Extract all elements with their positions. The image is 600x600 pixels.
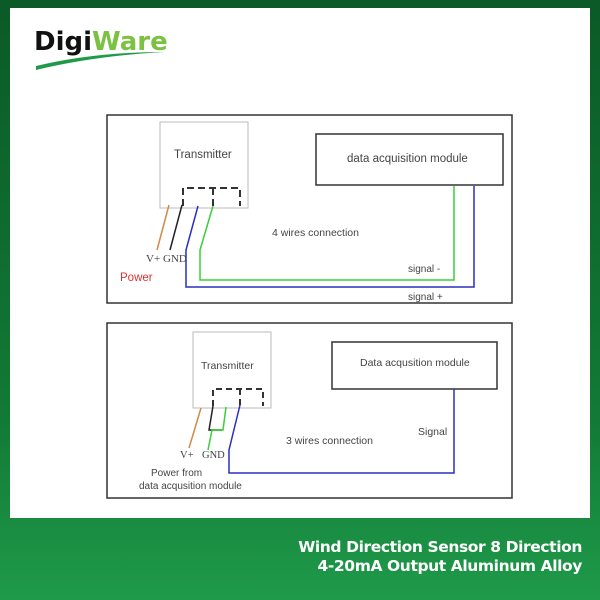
signal-label: Signal xyxy=(418,426,447,438)
logo-swoosh xyxy=(36,52,164,70)
caption-line-1: Wind Direction Sensor 8 Direction xyxy=(298,538,582,556)
wire-vplus xyxy=(188,407,202,449)
product-caption: Wind Direction Sensor 8 Direction 4-20mA… xyxy=(298,538,582,576)
module-label: Data acqusition module xyxy=(360,357,470,369)
wire-vplus xyxy=(156,204,170,251)
transmitter-box xyxy=(192,331,272,409)
signal-plus-label: signal + xyxy=(408,292,443,303)
transmitter-box xyxy=(159,121,249,209)
module-label: data acquisition module xyxy=(347,153,468,165)
connection-label: 4 wires connection xyxy=(272,227,359,239)
wire-signal-plus xyxy=(185,186,475,288)
power-label-line1: Power from xyxy=(151,468,202,479)
power-label: Power xyxy=(120,272,153,284)
terminal-block xyxy=(182,187,241,206)
transmitter-label: Transmitter xyxy=(201,360,254,372)
diagram-3-wire: Transmitter Data acqusition module 3 wir… xyxy=(106,322,513,499)
transmitter-label: Transmitter xyxy=(174,149,232,161)
gnd-label: GND xyxy=(202,450,225,461)
vplus-label: V+ xyxy=(180,450,194,461)
caption-line-2: 4-20mA Output Aluminum Alloy xyxy=(317,557,583,575)
logo-ware: Ware xyxy=(92,27,168,57)
digiware-logo: Digi Ware xyxy=(34,27,168,70)
power-label-line2: data acqusition module xyxy=(139,481,242,492)
gnd-label: GND xyxy=(163,253,187,265)
vplus-label: V+ xyxy=(146,253,160,265)
module-box xyxy=(331,341,498,390)
diagram-4-wire: Transmitter data acquisition module 4 wi… xyxy=(106,114,513,304)
wire-signal xyxy=(228,389,455,474)
logo-digi: Digi xyxy=(34,27,92,57)
signal-minus-label: signal - xyxy=(408,264,440,275)
connection-label: 3 wires connection xyxy=(286,435,373,447)
module-box xyxy=(315,133,504,186)
wire-signal-minus xyxy=(199,186,455,281)
wire-gnd xyxy=(169,204,183,251)
terminal-block xyxy=(212,388,264,406)
wire-gnd xyxy=(207,406,227,451)
